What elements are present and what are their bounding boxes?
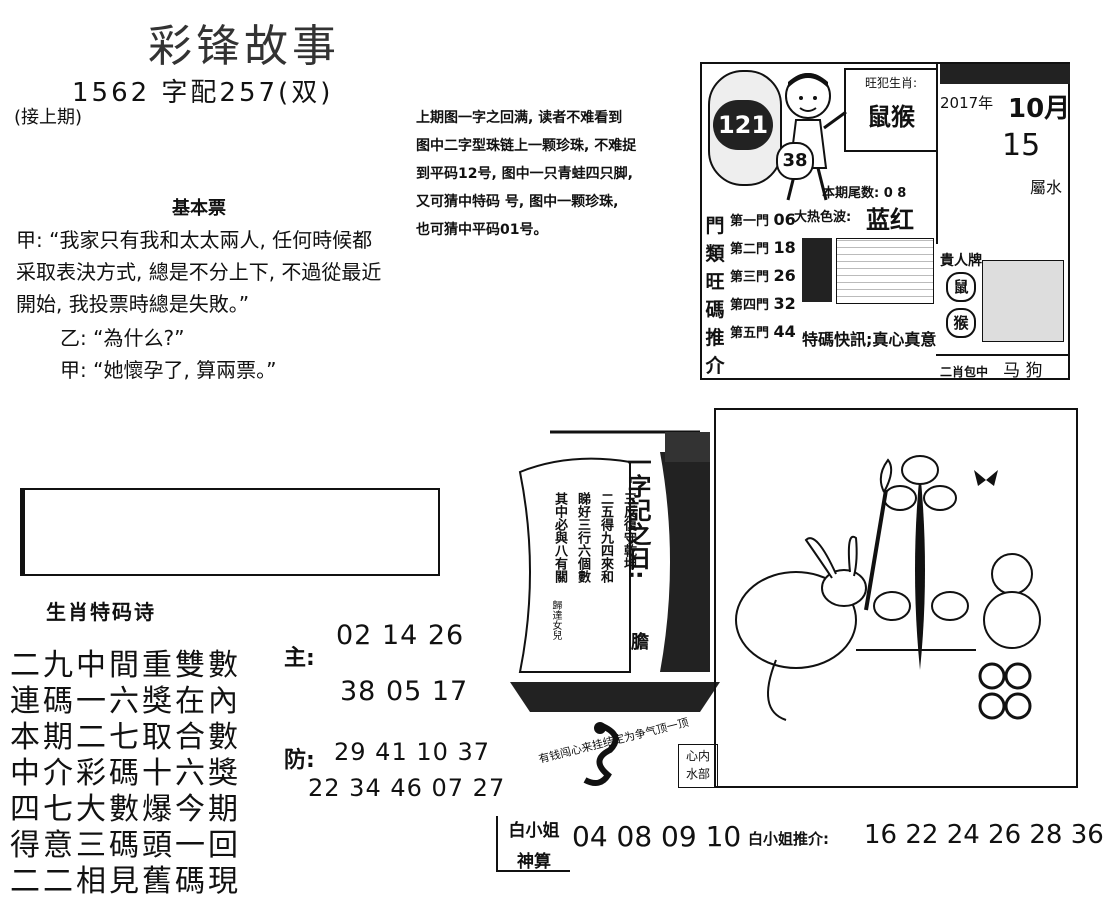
dark-image — [802, 238, 832, 302]
bottom-strip: 白小姐 神算 04 08 09 10 白小姐推介: 16 22 24 26 28… — [492, 798, 1104, 876]
duo-row: 二肖包中 马 狗 — [936, 354, 1070, 382]
side-char: 碼 — [705, 299, 725, 321]
noble-animal: 鼠 — [946, 272, 976, 302]
strip-label: 白小姐 — [508, 821, 560, 841]
main-numbers: 38 05 17 — [340, 676, 469, 707]
rabbit-picture-icon — [735, 455, 1041, 721]
dragon-icon — [583, 722, 619, 787]
zodiac-box: 旺犯生肖: 鼠猴 — [844, 68, 938, 152]
poem-line: 連碼一六獎在內 — [10, 684, 241, 719]
guard-numbers: 29 41 10 37 — [334, 738, 491, 766]
date-header-bar — [940, 64, 1070, 84]
side-char: 類 — [705, 243, 725, 265]
strip-label-box: 白小姐 神算 — [496, 816, 570, 872]
strip-numbers: 04 08 09 10 — [572, 820, 742, 853]
cartoon-boy-icon — [785, 73, 847, 201]
badge-frame: 121 — [708, 70, 782, 186]
poem-line: 得意三碼頭一回 — [10, 828, 241, 863]
main-label: 主: — [284, 646, 315, 671]
quick-news: 特碼快訊;真心真意 — [802, 330, 937, 349]
poem-line: 二二相見舊碼現 — [10, 864, 241, 899]
poem-line: 本期二七取合數 — [10, 720, 241, 755]
hint-line: 到平码12号, 图中一只青蛙四只脚, — [416, 166, 633, 182]
ship-poem-col: 二五得九四來和 — [598, 492, 613, 583]
ship-poem-col: 三反復守乾坤 — [621, 492, 636, 570]
newspaper-clip: 121 38 旺犯生肖: 鼠猴 2017年 10月 15 屬水 本期尾数: 0 … — [700, 62, 1072, 382]
noble-image — [982, 260, 1064, 342]
noble-animal: 猴 — [946, 308, 976, 338]
ship-poem-col: 睇好三行六個數 — [575, 492, 590, 583]
seal-stamp: 心内水部 — [678, 744, 718, 788]
hint-line: 上期图一字之回满, 读者不难看到 — [416, 110, 623, 126]
page-title: 彩锋故事 — [148, 21, 340, 72]
duo-value: 马 狗 — [1003, 361, 1043, 381]
poem-line: 四七大數爆今期 — [10, 792, 241, 827]
small-print-block — [836, 238, 934, 304]
water-label: 屬水 — [1030, 178, 1063, 197]
door-list: 第一門 06 第二門 18 第三門 26 第四門 32 第五門 44 — [730, 210, 798, 350]
side-char: 介 — [705, 355, 725, 377]
strip-label: 神算 — [517, 852, 551, 872]
story-heading: 基本票 — [172, 198, 226, 219]
side-char: 推 — [705, 327, 725, 349]
guard-label: 防: — [284, 748, 315, 773]
hint-line: 又可猜中特码 号, 图中一颗珍珠, — [416, 194, 619, 210]
rec-numbers: 16 22 24 26 28 36 — [864, 820, 1104, 850]
rabbit-picture-frame — [714, 408, 1078, 788]
lucky-ball: 38 — [776, 142, 814, 180]
ship-author: 歸達女兒 — [550, 600, 561, 640]
zodiac-label: 旺犯生肖: — [864, 76, 918, 90]
continued-note: (接上期) — [14, 107, 83, 128]
story-line: 采取表決方式, 總是不分上下, 不過從最近 — [16, 260, 382, 284]
hint-line: 图中二字型珠链上一颗珍珠, 不难捉 — [416, 138, 637, 154]
ship-poem: 三反復守乾坤 二五得九四來和 睇好三行六個數 其中必與八有關 — [550, 492, 638, 682]
zodiac-value: 鼠猴 — [867, 103, 915, 131]
ship-poem-end: 膽 — [628, 632, 649, 650]
poem-line: 中介彩碼十六獎 — [10, 756, 241, 791]
poem-heading: 生肖特码诗 — [46, 600, 156, 624]
date-year: 2017年 — [940, 94, 994, 112]
date-box: 2017年 10月 15 屬水 — [936, 64, 1072, 244]
story-line: 乙: “為什么?” — [60, 326, 185, 350]
date-day: 15 — [1002, 128, 1041, 163]
date-month: 10月 — [1008, 94, 1071, 124]
side-char: 門 — [705, 215, 725, 237]
hint-line: 也可猜中平码01号。 — [416, 222, 548, 238]
color-value: 蓝红 — [866, 206, 914, 234]
badge-number: 121 — [713, 100, 773, 150]
rec-label: 白小姐推介: — [748, 830, 829, 848]
door-row: 第四門 32 — [730, 294, 796, 313]
tail-label: 本期尾数: 0 8 — [822, 186, 907, 201]
ship-poem-title: 一字記之日: — [623, 450, 651, 580]
poem-line: 二九中間重雙數 — [10, 648, 241, 683]
color-label: 大热色波: — [794, 210, 852, 225]
door-row: 第一門 06 — [730, 210, 796, 229]
blank-frame — [20, 488, 440, 576]
hint-paragraph: 上期图一字之回满, 读者不难看到 图中二字型珠链上一颗珍珠, 不难捉 到平码12… — [416, 104, 696, 244]
ship-poem-col: 其中必與八有關 — [552, 492, 567, 583]
main-numbers: 02 14 26 — [336, 620, 465, 651]
duo-label: 二肖包中 — [940, 365, 989, 379]
sailing-ship-icon — [510, 430, 720, 712]
door-row: 第二門 18 — [730, 238, 796, 257]
issue-number: 1562 字配257(双) — [72, 78, 334, 108]
door-row: 第三門 26 — [730, 266, 796, 285]
guard-numbers: 22 34 46 07 27 — [308, 774, 506, 802]
noble-label: 貴人牌 — [940, 253, 982, 269]
side-char: 旺 — [705, 271, 725, 293]
story-line: 甲: “我家只有我和太太兩人, 任何時候都 — [16, 228, 373, 252]
door-side-title: 門 類 旺 碼 推 介 — [704, 212, 726, 380]
door-row: 第五門 44 — [730, 322, 796, 341]
story-line: 甲: “她懷孕了, 算兩票。” — [60, 358, 277, 382]
story-line: 開始, 我投票時總是失敗。” — [16, 292, 250, 316]
